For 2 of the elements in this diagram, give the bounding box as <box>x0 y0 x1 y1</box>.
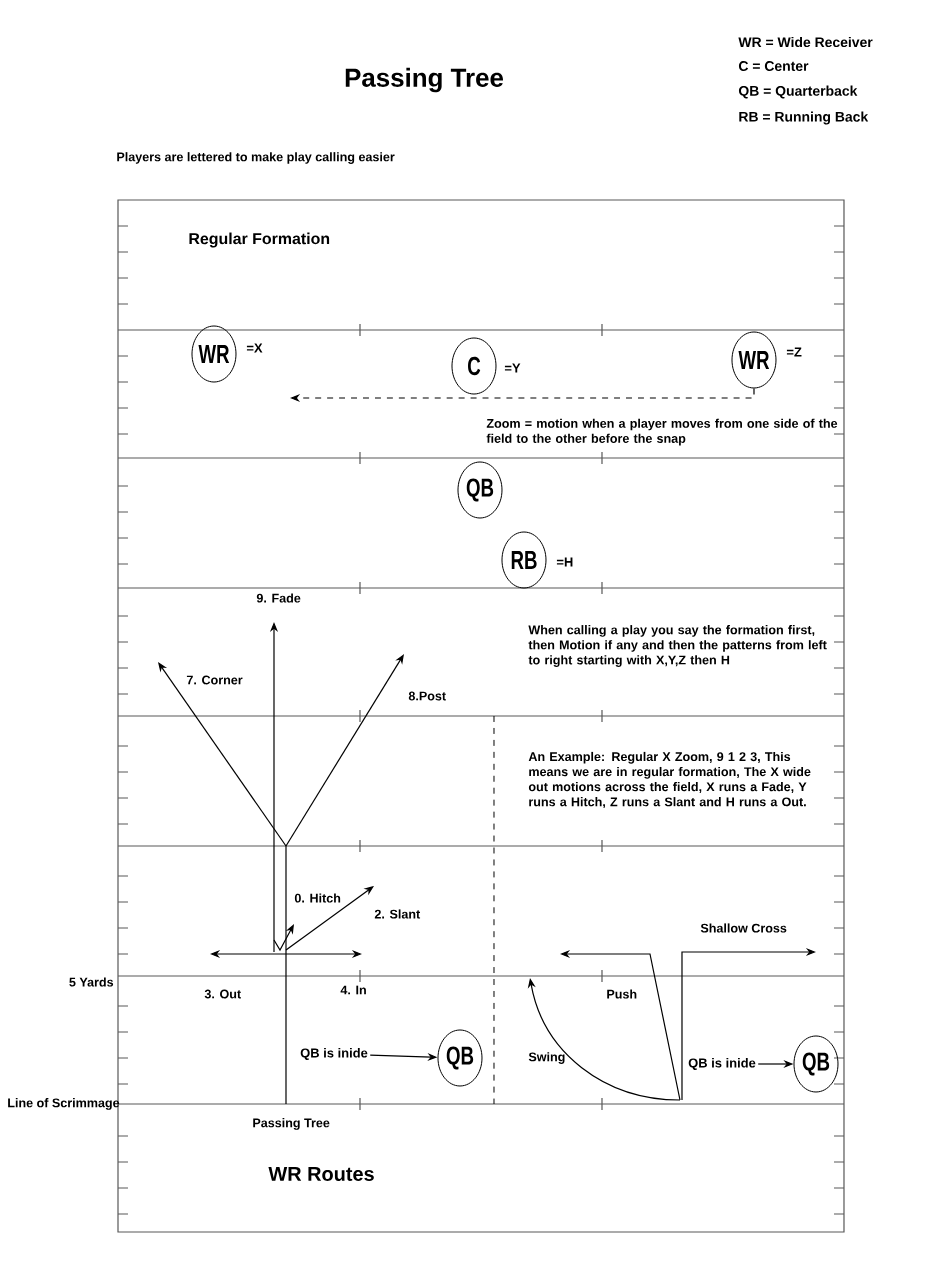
section-heading: WR Routes <box>268 1167 374 1181</box>
title: Passing Tree <box>345 67 504 93</box>
